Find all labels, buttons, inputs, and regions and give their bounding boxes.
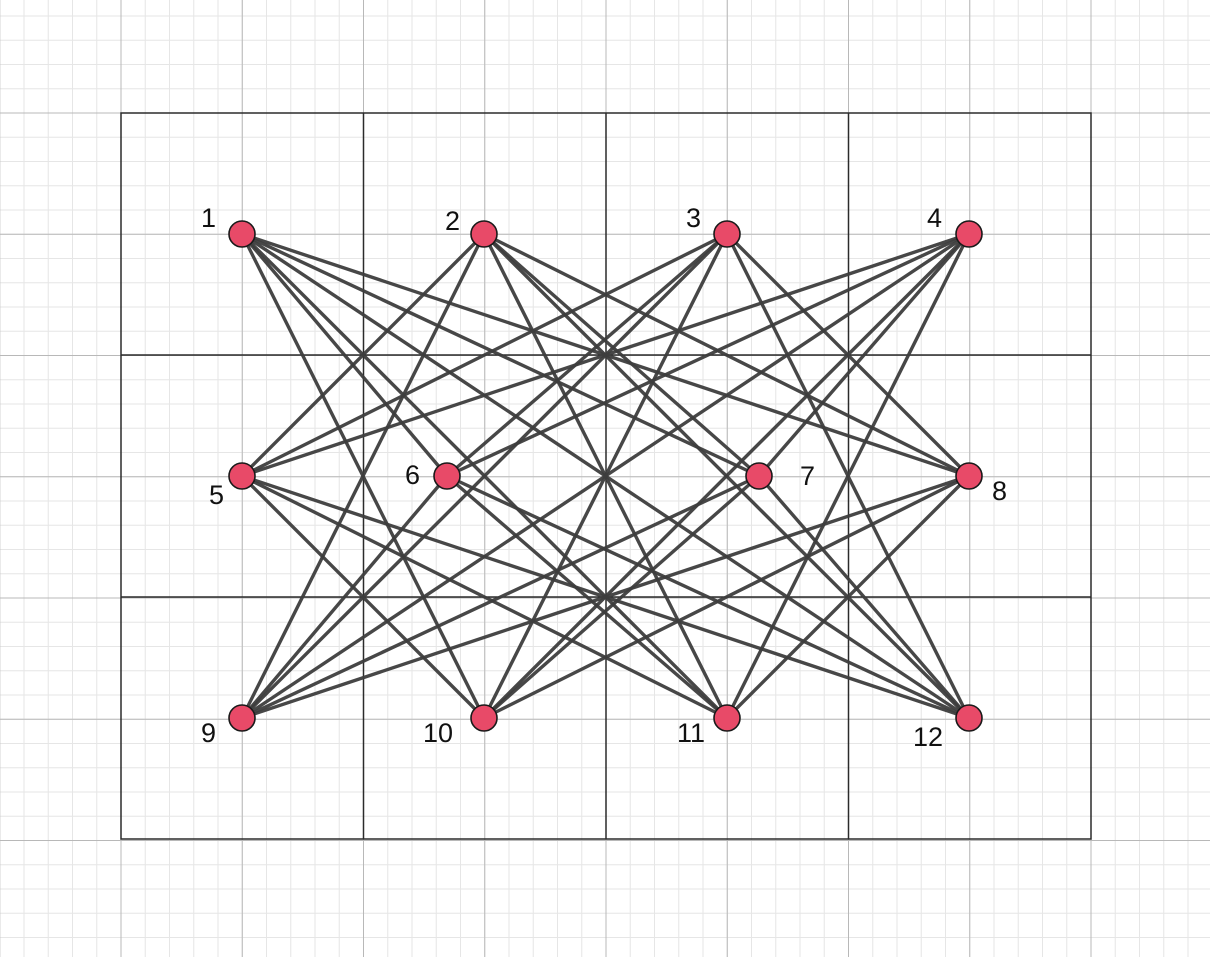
edge-4-9 — [240, 232, 971, 720]
vertex-layer — [228, 220, 983, 732]
vertex-label-6: 6 — [405, 460, 420, 490]
vertex-label-10: 10 — [423, 718, 453, 748]
vertex-1[interactable] — [228, 220, 256, 248]
vertex-2[interactable] — [470, 220, 498, 248]
edge-6-12 — [445, 474, 971, 720]
edge-8-10 — [482, 474, 971, 720]
edge-8-9 — [240, 474, 971, 720]
vertex-label-11: 11 — [677, 718, 705, 748]
vertex-5[interactable] — [228, 462, 256, 490]
edge-3-5 — [240, 232, 729, 478]
edge-1-6 — [240, 232, 449, 478]
edge-6-11 — [445, 474, 729, 720]
vertex-9[interactable] — [228, 704, 256, 732]
vertex-label-3: 3 — [686, 203, 701, 233]
edge-4-5 — [240, 232, 971, 478]
vertex-label-8: 8 — [992, 476, 1007, 506]
edge-2-9 — [240, 232, 486, 720]
edge-7-10 — [482, 474, 761, 720]
vertex-label-12: 12 — [913, 722, 943, 752]
vertex-label-1: 1 — [201, 203, 216, 233]
edge-layer — [240, 232, 971, 720]
edge-3-9 — [240, 232, 729, 720]
edge-5-11 — [240, 474, 729, 720]
edge-7-12 — [757, 474, 971, 720]
vertex-label-4: 4 — [927, 203, 942, 233]
vertex-label-9: 9 — [201, 718, 216, 748]
vertex-label-5: 5 — [209, 480, 224, 510]
edge-4-11 — [725, 232, 971, 720]
edge-1-7 — [240, 232, 761, 478]
vertex-11[interactable] — [713, 704, 741, 732]
edge-2-5 — [240, 232, 486, 478]
edge-4-6 — [445, 232, 971, 478]
vertex-3[interactable] — [713, 220, 741, 248]
vertex-label-2: 2 — [445, 206, 460, 236]
vertex-12[interactable] — [955, 704, 983, 732]
edge-2-8 — [482, 232, 971, 478]
vertex-7[interactable] — [745, 462, 773, 490]
edge-3-6 — [445, 232, 729, 478]
edge-8-11 — [725, 474, 971, 720]
vertex-4[interactable] — [955, 220, 983, 248]
edge-6-9 — [240, 474, 449, 720]
edge-5-10 — [240, 474, 486, 720]
edge-7-9 — [240, 474, 761, 720]
vertex-8[interactable] — [955, 462, 983, 490]
vertex-6[interactable] — [433, 462, 461, 490]
edge-2-7 — [482, 232, 761, 478]
vertex-label-7: 7 — [800, 461, 815, 491]
edge-4-7 — [757, 232, 971, 478]
vertex-10[interactable] — [470, 704, 498, 732]
